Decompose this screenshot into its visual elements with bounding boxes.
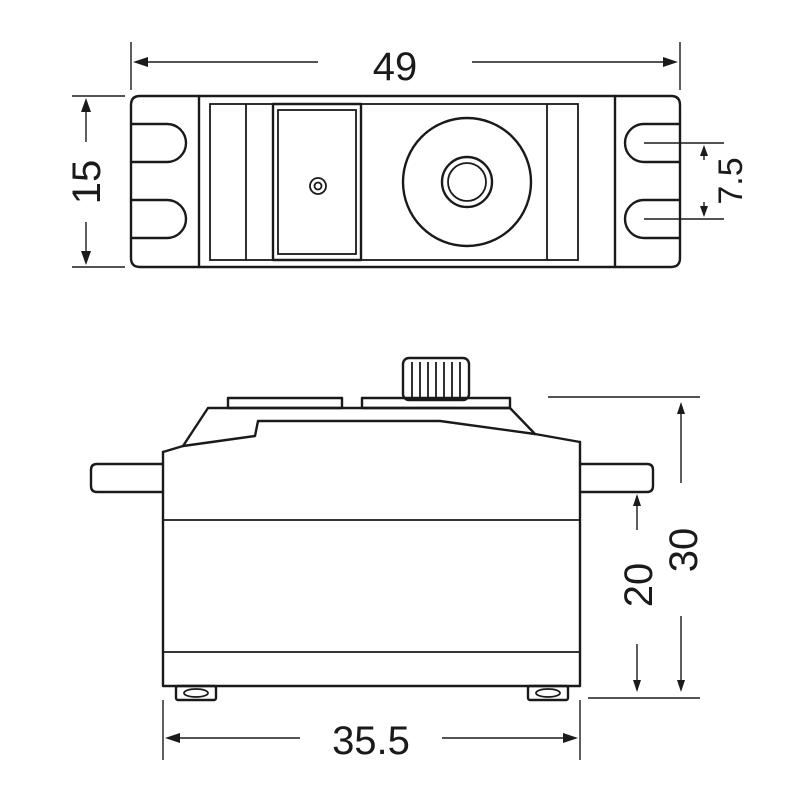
dimension-label-top-height: 15: [65, 160, 109, 205]
bottom-screw-left: [174, 684, 218, 702]
output-shaft-housing: [401, 116, 533, 248]
left-mounting-ear: [89, 462, 165, 494]
servo-body-inner-frame: [209, 103, 579, 261]
case-screw-icon: [309, 177, 327, 195]
dimension-top-width: 49: [130, 42, 681, 90]
right-mounting-slot-upper: [623, 122, 682, 164]
output-spline-side: [401, 356, 471, 402]
servo-side-view: 35.5 20 30: [89, 356, 706, 763]
right-mounting-flange: [613, 94, 682, 269]
dimension-label-hole-spacing: 7.5: [712, 157, 750, 204]
dimension-side-height-body: 20: [588, 494, 700, 699]
top-boss-left: [226, 396, 344, 410]
dimension-label-side-width: 35.5: [332, 719, 410, 763]
dimension-label-top-width: 49: [373, 45, 418, 89]
dimension-label-side-height-total: 30: [662, 528, 706, 573]
case-screw-center: [313, 181, 323, 191]
servo-body-top: [197, 94, 617, 269]
dimension-side-width: 35.5: [162, 700, 581, 763]
dimension-label-side-height-body: 20: [617, 563, 661, 608]
spline-teeth: [411, 362, 461, 398]
case-cover-inner: [277, 109, 357, 255]
output-spline-inner: [447, 162, 487, 202]
middle-case: [161, 440, 582, 688]
servo-top-view: 49 15 7.5: [65, 42, 750, 269]
bottom-screw-right-head: [535, 688, 561, 698]
left-mounting-slot-lower: [129, 198, 188, 240]
case-cover-top: [271, 102, 363, 262]
dimension-hole-spacing: 7.5: [644, 142, 750, 220]
bottom-screw-right: [526, 684, 570, 702]
dimension-top-height: 15: [65, 95, 125, 268]
top-case-lower-outline: [161, 419, 537, 454]
right-mounting-ear: [578, 462, 655, 494]
top-case-outline: [181, 406, 582, 448]
bottom-screw-left-head: [183, 688, 209, 698]
output-spline-icon: [440, 155, 494, 209]
left-mounting-flange: [129, 94, 201, 269]
left-mounting-slot-upper: [129, 122, 188, 164]
dimension-side-height-total: 30: [548, 396, 706, 692]
right-mounting-slot-lower: [623, 198, 682, 240]
